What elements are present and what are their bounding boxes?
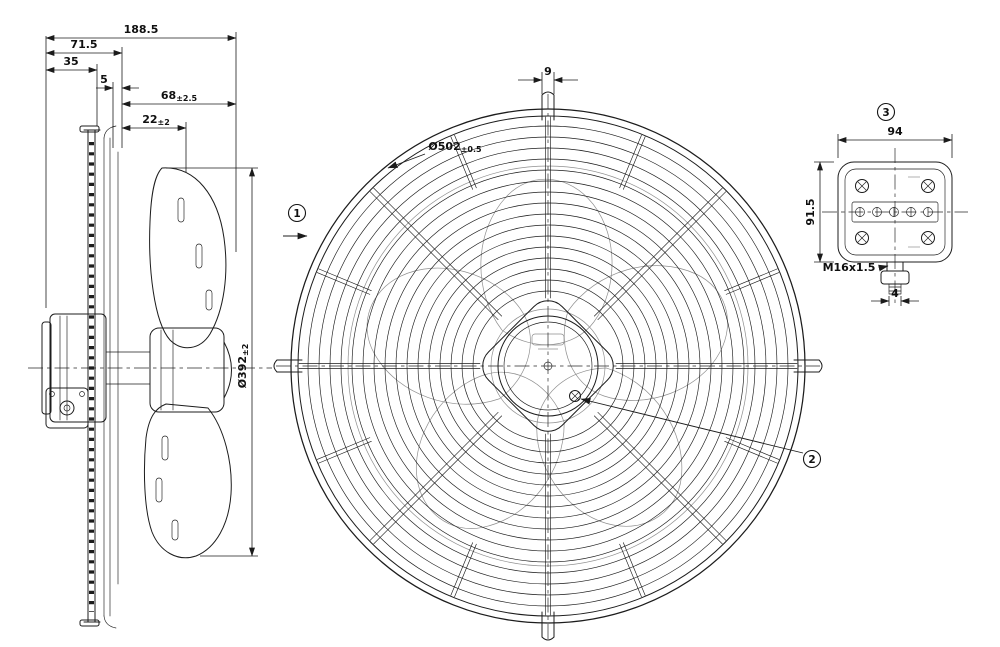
dim-blade-depth: 68±2.5 bbox=[161, 89, 198, 103]
bracket-width-dimension: 9 bbox=[518, 65, 578, 94]
side-extension-lines bbox=[45, 32, 258, 557]
svg-text:3: 3 bbox=[882, 107, 889, 119]
dim-impeller-diameter: Ø392±2 bbox=[236, 344, 250, 389]
hub-screw bbox=[569, 390, 581, 402]
dim-hub-depth: 22±2 bbox=[142, 113, 170, 127]
blade-profile bbox=[143, 167, 232, 559]
dim-overall-depth: 188.5 bbox=[124, 23, 159, 36]
guard-diameter-dimension: Ø502±0.5 bbox=[387, 140, 482, 169]
dim-box-width: 94 bbox=[887, 125, 903, 138]
dim-bracket-width: 9 bbox=[544, 65, 552, 78]
terminal-box-detail: 3 94 bbox=[804, 102, 968, 306]
front-view: 9 Ø502±0.5 1 2 bbox=[273, 65, 823, 642]
callout-2: 2 bbox=[802, 449, 822, 469]
gland-thread-label: M16x1.5 bbox=[823, 261, 889, 274]
dim-motor-depth: 35 bbox=[63, 55, 78, 68]
cable-gland-thread: M16x1.5 bbox=[823, 261, 876, 274]
venturi-ring-side bbox=[103, 125, 119, 629]
gland-stub-dimension: 4 bbox=[871, 287, 919, 306]
dim-guard-diameter: Ø502±0.5 bbox=[428, 140, 482, 154]
side-dimensions: 188.5 71.5 35 5 68±2.5 22±2 Ø392±2 bbox=[45, 23, 255, 557]
dim-box-height: 91.5 bbox=[804, 198, 817, 225]
callout-2-leader bbox=[580, 397, 804, 454]
side-view: 188.5 71.5 35 5 68±2.5 22±2 Ø392±2 bbox=[28, 23, 272, 629]
hub-side bbox=[149, 327, 232, 413]
svg-text:2: 2 bbox=[808, 454, 815, 466]
terminal-box-side bbox=[45, 387, 89, 429]
box-height-dimension: 91.5 bbox=[804, 161, 834, 263]
dim-depth-to-plate: 71.5 bbox=[70, 38, 97, 51]
svg-text:1: 1 bbox=[293, 208, 300, 220]
callout-3: 3 bbox=[876, 102, 896, 122]
callout-1: 1 bbox=[287, 203, 307, 223]
guard-plate-side bbox=[79, 125, 101, 627]
dim-gland-stub: 4 bbox=[891, 287, 899, 300]
motor-side bbox=[41, 313, 151, 423]
box-width-dimension: 94 bbox=[837, 125, 953, 158]
dim-gap: 5 bbox=[100, 73, 108, 86]
